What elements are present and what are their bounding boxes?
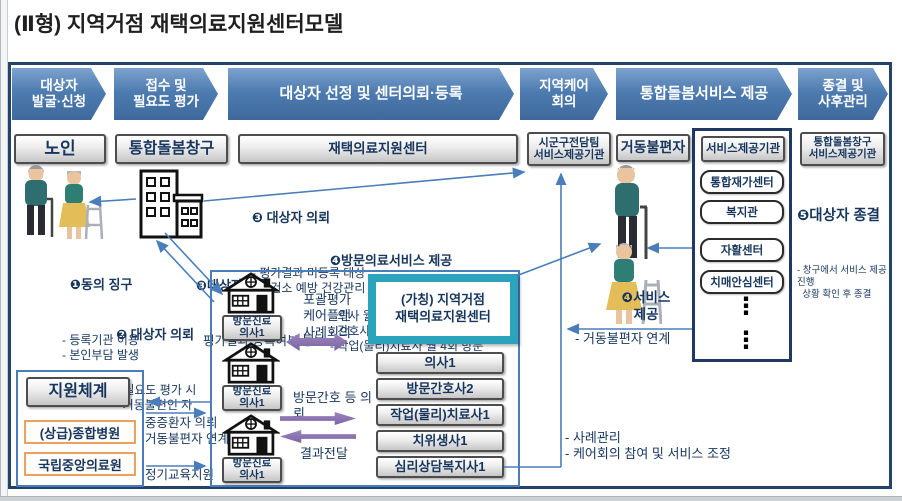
staff-visiting-nurse: 방문간호사2 (376, 378, 504, 400)
note-case-management: - 사례관리 - 케어회의 참여 및 서비스 조정 (565, 430, 731, 462)
house-icon (220, 342, 282, 389)
header-home-medical-center: 재택의료지원센터 (238, 134, 518, 164)
note-closure: ❺대상자 종결 - 창구에서 서비스 제공 진행 상황 확인 후 종결 (797, 167, 892, 341)
ellipsis-dots: ⋮ (734, 293, 758, 320)
support-system-header: 지원체계 (26, 377, 130, 407)
page-title: (Ⅱ형) 지역거점 재택의료지원센터모델 (14, 13, 344, 36)
page-left-edge (0, 0, 8, 501)
header-service-provider: 서비스제공기관 (701, 136, 785, 162)
note-referral2-head: ❷ 대상자 의뢰 (116, 327, 195, 342)
note-consent-head: ❶동의 징구 (70, 277, 133, 292)
staff-counselor: 심리상담복지사1 (376, 456, 504, 478)
center-model-box (210, 270, 520, 487)
national-medical-center-box: 국립중앙의료원 (24, 452, 136, 476)
note-consent-body: - 등록기관 이용 - 본인부담 발생 (62, 333, 139, 363)
assessment-label: 포괄평가 케어플랜 사례회의 (303, 292, 351, 340)
flow-step-selection: 대상자 선정 및 센터의뢰·등록 (228, 68, 514, 120)
staff-dental-hygienist: 치위생사1 (376, 430, 504, 452)
header-mobility-impaired: 거동불편자 (616, 134, 690, 162)
visiting-doctor-label: 방문진료 의사1 (222, 457, 282, 483)
note-referral3-body: - 평가결과 미등록 대상 - 보건소 예방 건강관리 (252, 266, 366, 296)
house-icon (220, 272, 282, 319)
note-visit-service-head: ❹방문의료서비스 제공 (330, 253, 453, 268)
flow-step-care-meeting: 지역케어 회의 (520, 68, 608, 120)
staff-doctor: 의사1 (376, 352, 504, 374)
flow-step-service: 통합돌봄서비스 제공 (616, 68, 792, 120)
note-service-provision: ❹서비스 제공 (614, 250, 678, 364)
note-referral3-head: ❸ 대상자 의뢰 (252, 210, 331, 225)
header-window-service-provider: 통합돌봄창구 서비스제공기관 (800, 132, 885, 166)
page-bottom-edge (0, 496, 902, 501)
support-system-box (16, 370, 144, 487)
note-closure-head: ❺대상자 종결 (797, 208, 881, 224)
elderly-woman-icon (604, 242, 663, 331)
note-link-mobility: - 거동불편자 연계 (575, 331, 671, 346)
note-regular-education: 정기교육지원 (145, 468, 215, 482)
provider-dementia-center: 치매안심센터 (700, 270, 784, 294)
visiting-doctor-label: 방문진료 의사1 (222, 315, 282, 341)
regional-center-name: (가칭) 지역거점 재택의료지원센터 (376, 282, 510, 336)
note-consent: ❶동의 징구 - 등록기관 이용 - 본인부담 발생 (62, 237, 172, 403)
general-hospital-box: (상급)종합병원 (24, 420, 136, 444)
provider-integrated-home-care: 통합재가센터 (700, 170, 784, 194)
visit-request-label: 방문간호 등 의뢰 (293, 390, 372, 422)
note-closure-body: - 창구에서 서비스 제공 진행 상황 확인 후 종결 (797, 265, 887, 300)
elderly-man-icon (606, 165, 654, 268)
result-label: 결과전달 (300, 446, 348, 461)
flow-step-discovery: 대상자 발굴·신청 (12, 68, 106, 120)
staff-therapist: 작업(물리)치료사1 (376, 404, 504, 426)
flow-step-closure: 종결 및 사후관리 (798, 68, 888, 120)
header-care-window: 통합돌봄창구 (115, 134, 228, 164)
provider-welfare-center: 복지관 (700, 200, 784, 224)
care-window-building-icon (133, 167, 209, 244)
ellipsis-dots: ⋮ (734, 327, 758, 354)
flow-step-intake: 접수 및 필요도 평가 (114, 68, 218, 120)
header-sigungu-team: 시군구전담팀 서비스제공기관 (527, 132, 611, 166)
header-elderly: 노인 (14, 134, 106, 164)
regional-center-box: (가칭) 지역거점 재택의료지원센터 (368, 274, 518, 344)
house-icon (220, 414, 282, 461)
note-referral3: ❸ 대상자 의뢰 - 평가결과 미등록 대상 - 보건소 예방 건강관리 (252, 170, 417, 336)
visiting-doctor-label: 방문진료 의사1 (222, 385, 282, 411)
provider-self-support-center: 자활센터 (700, 238, 784, 262)
elderly-couple-icon (12, 165, 104, 246)
note-service-provision-label: ❹서비스 제공 (621, 290, 671, 322)
